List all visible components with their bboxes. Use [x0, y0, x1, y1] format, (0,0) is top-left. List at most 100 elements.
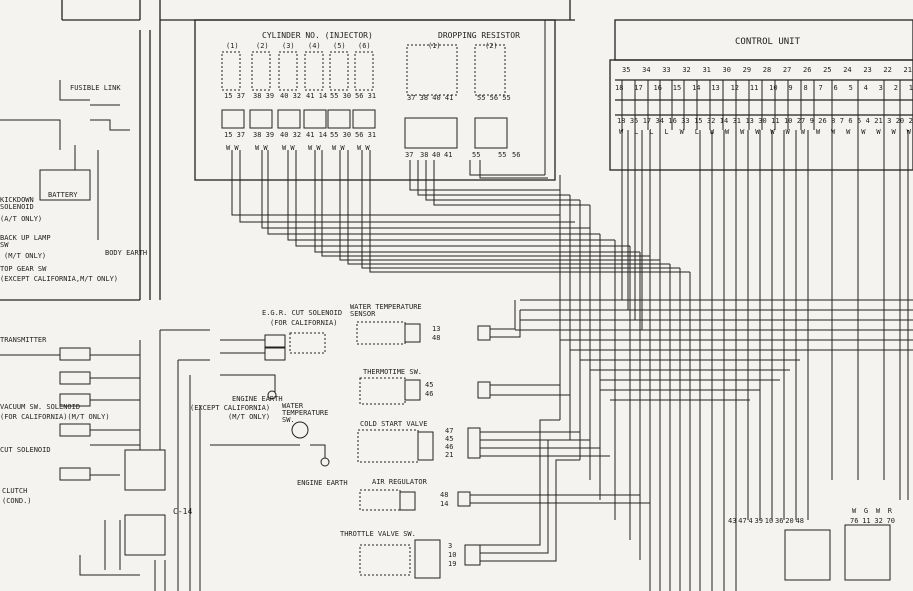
- cu-pin-number: 20: [895, 117, 905, 125]
- cold-pin-21: 21: [445, 451, 454, 459]
- cu-pin-number: 16: [668, 117, 677, 125]
- air-regulator-label: AIR REGULATOR: [372, 478, 427, 486]
- cu-wire-color: W: [861, 128, 866, 136]
- cylinder-5-pins: 55 30: [330, 92, 352, 100]
- cu-pin-number: 35: [622, 66, 631, 74]
- cu-pin-number: 6: [848, 117, 853, 125]
- cylinder-4-conn-pins: 41 14: [306, 131, 328, 139]
- thermo-pin-45: 45: [425, 381, 434, 389]
- cu-pin-number: 5: [848, 84, 853, 92]
- cylinder-5-label: (5): [333, 42, 346, 50]
- cylinder-1-colors: W W: [226, 144, 239, 152]
- cu-wire-color: W: [770, 128, 775, 136]
- cu-wire-color: L: [694, 128, 699, 136]
- body-earth-label: BODY EARTH: [105, 249, 148, 257]
- transmitter-label: TRANSMITTER: [0, 336, 47, 344]
- cu-pin-number: 9: [788, 84, 793, 92]
- resistor-conn-pin-40: 40: [432, 151, 441, 159]
- clutch-cond-label: (COND.): [2, 497, 32, 505]
- throttle-pin-10: 10: [448, 551, 457, 559]
- cu-pin-number: 33: [681, 117, 690, 125]
- bottom-conn-pin: 70: [886, 517, 895, 525]
- resistor-conn-pin-41: 41: [444, 151, 453, 159]
- for-california-mt-label: (FOR CALIFORNIA)(M/T ONLY): [0, 413, 110, 421]
- cylinder-1-pins: 15 37: [224, 92, 246, 100]
- cylinder-3-conn-pins: 40 32: [280, 131, 302, 139]
- cold-start-valve-label: COLD START VALVE: [360, 420, 428, 428]
- cylinder-6-conn-pins: 56 31: [355, 131, 377, 139]
- cu-pin-number: 14: [692, 84, 701, 92]
- cu-pin-number: 34: [655, 117, 664, 125]
- cylinder-no-label: CYLINDER NO. (INJECTOR): [262, 31, 373, 40]
- bottom-conn-pin: 48: [795, 517, 804, 525]
- cylinder-2-conn-pins: 38 39: [253, 131, 275, 139]
- resistor-conn-pin-55a: 55: [472, 151, 481, 159]
- cu-pin-number: 34: [642, 66, 651, 74]
- control-unit-label: CONTROL UNIT: [735, 37, 801, 47]
- cu-pin-number: 17: [642, 117, 652, 125]
- cylinder-4-pins: 41 14: [306, 92, 328, 100]
- back-up-lamp-label: BACK UP LAMP SW: [0, 234, 51, 249]
- cylinder-2-label: (2): [256, 42, 269, 50]
- resistor-conn-pin-37: 37: [405, 151, 414, 159]
- bottom-conn-pin: 4: [748, 517, 753, 525]
- water-temperature-sensor-label: WATER TEMPERATURE SENSOR: [350, 303, 422, 318]
- resistor-2-pins: 55 56 55: [477, 94, 511, 102]
- cu-pin-number: 24: [843, 66, 852, 74]
- cylinder-4-colors: W W: [308, 144, 321, 152]
- cu-pin-number: 10: [769, 84, 778, 92]
- cu-wire-color: L: [664, 128, 669, 136]
- cu-wire-color: W: [709, 128, 715, 136]
- cylinder-5-colors: W W: [332, 144, 345, 152]
- cu-pin-number: 7: [818, 84, 823, 92]
- cu-pin-number: 1: [908, 84, 913, 92]
- cu-pin-number: 4: [863, 84, 868, 92]
- cu-wire-color: L: [634, 128, 639, 136]
- dropping-resistor-label: DROPPING RESISTOR: [438, 31, 520, 40]
- cu-pin-number: 13: [745, 117, 754, 125]
- cu-pin-number: 16: [653, 84, 662, 92]
- bottom-conn-color: R: [887, 507, 892, 515]
- clutch-label: CLUTCH: [2, 487, 28, 495]
- kickdown-solenoid-label: KICKDOWN SOLENOID: [0, 196, 34, 211]
- cu-pin-number: 4: [865, 117, 870, 125]
- cylinder-6-pins: 56 31: [355, 92, 377, 100]
- bottom-conn-pin: 43: [728, 517, 737, 525]
- cu-pin-number: 17: [634, 84, 643, 92]
- cu-wire-color: W: [876, 128, 881, 136]
- throttle-valve-sw-label: THROTTLE VALVE SW.: [340, 530, 416, 538]
- cu-wire-color: W: [846, 128, 851, 136]
- cu-pin-number: 31: [702, 66, 711, 74]
- mt-only-label-1: (M/T ONLY): [4, 252, 47, 260]
- cu-pin-number: 18: [617, 117, 626, 125]
- wts-pin-48: 48: [432, 334, 441, 342]
- bottom-conn-pin: 10: [764, 517, 774, 525]
- battery-label: BATTERY: [48, 191, 78, 199]
- cu-pin-number: 32: [682, 66, 691, 74]
- cu-pin-number: 33: [662, 66, 671, 74]
- cylinder-3-label: (3): [282, 42, 295, 50]
- bottom-conn-color: W: [852, 507, 857, 515]
- cu-pin-number: 21: [903, 66, 912, 74]
- bottom-conn-pin: 76: [850, 517, 859, 525]
- cu-pin-number: 13: [711, 84, 720, 92]
- cu-pin-number: 2: [908, 117, 913, 125]
- cu-pin-number: 25: [823, 66, 832, 74]
- throttle-pin-19: 19: [448, 560, 457, 568]
- cylinder-5-conn-pins: 55 30: [330, 131, 352, 139]
- cu-pin-number: 14: [719, 117, 729, 125]
- bottom-conn-pin: 39: [754, 517, 763, 525]
- cu-pin-number: 27: [782, 66, 792, 74]
- kickdown-at-label: (A/T ONLY): [0, 215, 43, 223]
- cylinder-1-label: (1): [226, 42, 239, 50]
- engine-earth-except-label: (EXCEPT CALIFORNIA): [190, 404, 271, 412]
- resistor-group-2-label: (2): [485, 42, 498, 50]
- cu-pin-number: 3: [878, 84, 883, 92]
- fusible-link-label: FUSIBLE LINK: [70, 84, 121, 92]
- egr-for-california-label: (FOR CALIFORNIA): [270, 319, 338, 327]
- cu-wire-color: W: [740, 128, 745, 136]
